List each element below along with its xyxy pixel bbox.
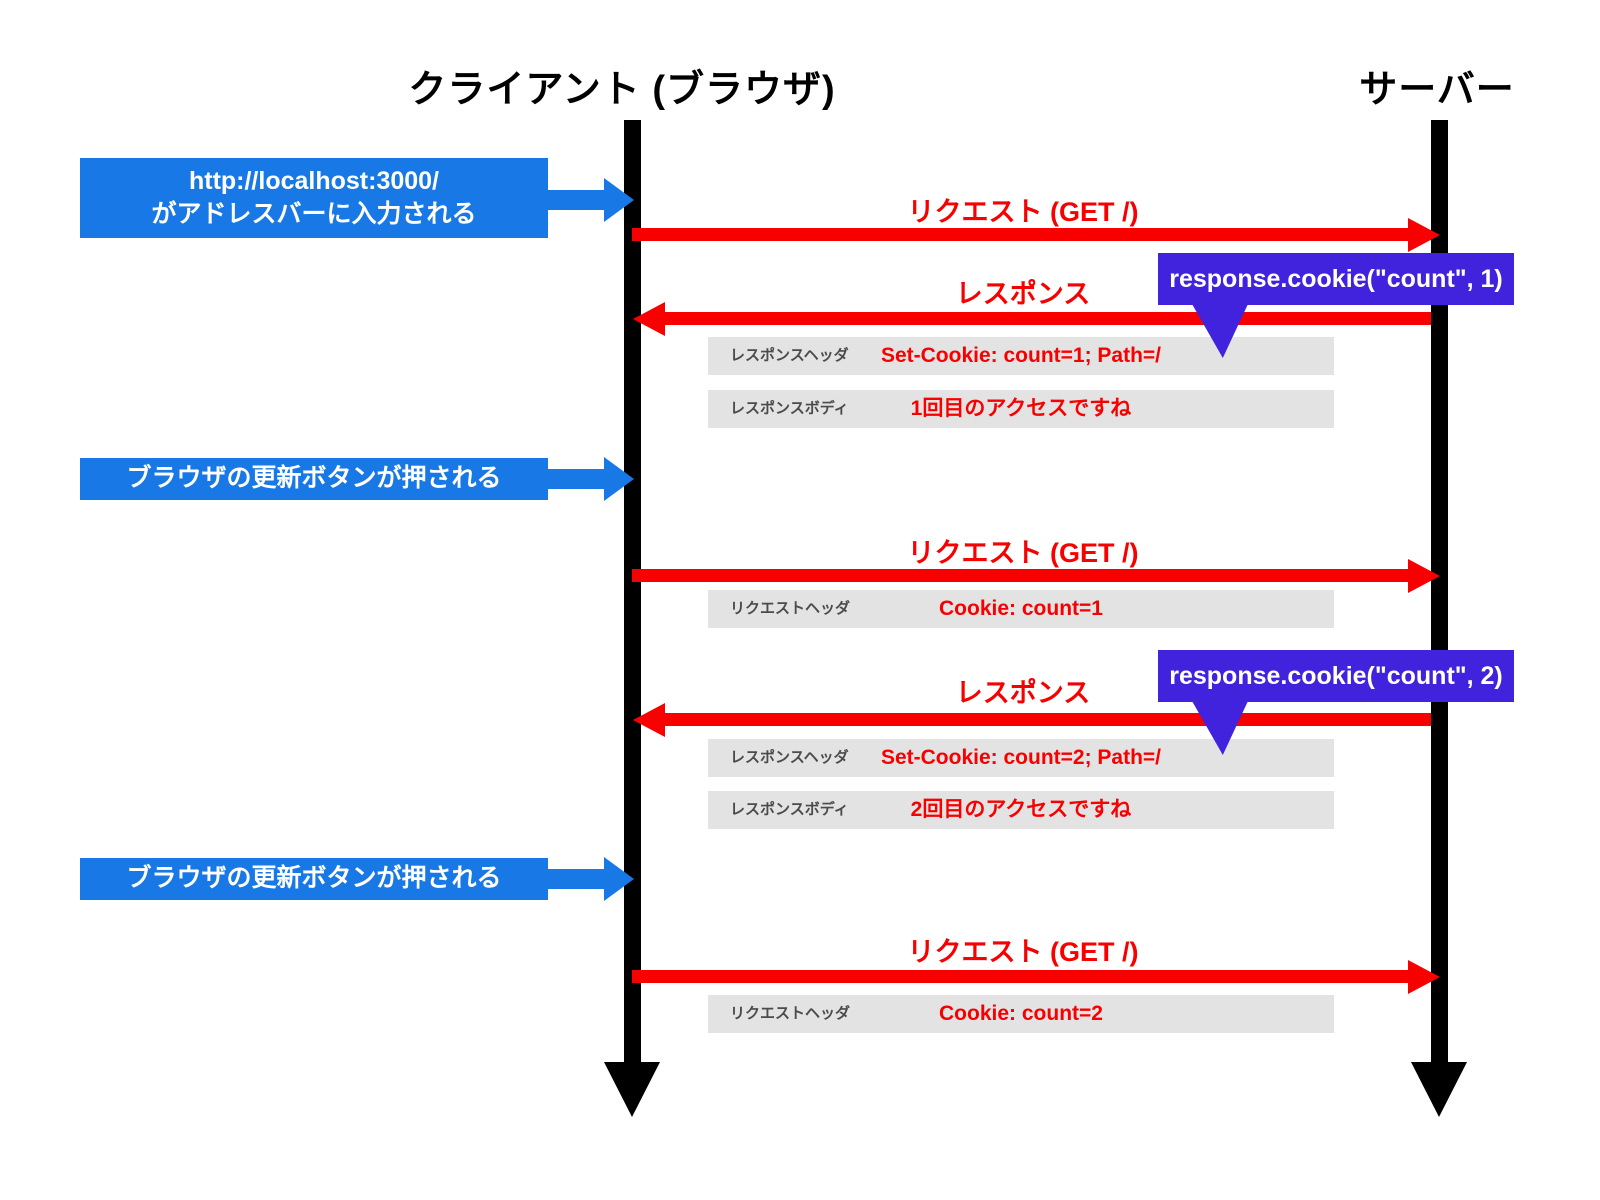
note-arrow-3-head (604, 857, 634, 901)
lifeline-server (1431, 120, 1448, 1066)
message-label-response-2: レスポンス (955, 678, 1091, 708)
detail-value: Set-Cookie: count=1; Path=/ (880, 344, 1162, 367)
message-arrowhead-request-1 (1408, 218, 1440, 252)
detail-value: 2回目のアクセスですね (910, 798, 1132, 821)
message-label-response-1: レスポンス (955, 279, 1091, 309)
detail-row-response-header-1: Set-Cookie: count=1; Path=/ レスポンスヘッダ (708, 337, 1334, 375)
detail-value: Cookie: count=2 (939, 1002, 1103, 1025)
message-arrow-request-2 (632, 569, 1410, 582)
note-url-line1: http://localhost:3000/ (188, 166, 440, 195)
message-arrowhead-request-2 (1408, 559, 1440, 593)
message-label-request-1: リクエスト (GET /) (907, 197, 1139, 227)
detail-row-response-body-2: 2回目のアクセスですね レスポンスボディ (708, 791, 1334, 829)
note-arrow-2-body (548, 469, 606, 489)
note-refresh-2-text: ブラウザの更新ボタンが押される (126, 864, 502, 893)
message-arrow-response-1 (665, 312, 1431, 325)
detail-label: レスポンスヘッダ (730, 347, 849, 364)
note-arrow-2-head (604, 457, 634, 501)
detail-row-response-header-2: Set-Cookie: count=2; Path=/ レスポンスヘッダ (708, 739, 1334, 777)
callout-set-cookie-2: response.cookie("count", 2) (1158, 650, 1514, 702)
detail-label: リクエストヘッダ (730, 600, 851, 617)
detail-label: レスポンスボディ (730, 801, 849, 818)
detail-label: リクエストヘッダ (730, 1005, 851, 1022)
lifeline-arrowhead-client (604, 1062, 660, 1117)
note-refresh-1-text: ブラウザの更新ボタンが押される (126, 464, 502, 493)
callout-set-cookie-1: response.cookie("count", 1) (1158, 253, 1514, 305)
message-label-request-3: リクエスト (GET /) (907, 937, 1139, 967)
message-arrowhead-request-3 (1408, 960, 1440, 994)
note-refresh-1: ブラウザの更新ボタンが押される (80, 458, 548, 500)
lifeline-client (624, 120, 641, 1066)
message-arrow-request-1 (632, 228, 1410, 241)
detail-label: レスポンスボディ (730, 400, 849, 417)
detail-value: Set-Cookie: count=2; Path=/ (880, 746, 1162, 769)
detail-row-request-header-1: Cookie: count=1 リクエストヘッダ (708, 590, 1334, 628)
note-url-line2: がアドレスバーに入力される (151, 200, 477, 228)
message-arrow-request-3 (632, 970, 1410, 983)
note-arrow-1-head (604, 178, 634, 222)
message-arrow-response-2 (665, 713, 1431, 726)
actor-title-server: サーバー (1359, 69, 1515, 111)
note-arrow-3-body (548, 869, 606, 889)
detail-label: レスポンスヘッダ (730, 749, 849, 766)
detail-row-request-header-2: Cookie: count=2 リクエストヘッダ (708, 995, 1334, 1033)
detail-value: Cookie: count=1 (939, 597, 1103, 620)
message-label-request-2: リクエスト (GET /) (907, 538, 1139, 568)
message-arrowhead-response-1 (633, 302, 665, 336)
message-arrowhead-response-2 (633, 703, 665, 737)
detail-value: 1回目のアクセスですね (910, 397, 1132, 420)
note-arrow-1-body (548, 190, 606, 210)
note-refresh-2: ブラウザの更新ボタンが押される (80, 858, 548, 900)
detail-row-response-body-1: 1回目のアクセスですね レスポンスボディ (708, 390, 1334, 428)
lifeline-arrowhead-server (1411, 1062, 1467, 1117)
actor-title-client: クライアント (ブラウザ) (408, 69, 836, 111)
note-url-entered: http://localhost:3000/ がアドレスバーに入力される (80, 158, 548, 238)
